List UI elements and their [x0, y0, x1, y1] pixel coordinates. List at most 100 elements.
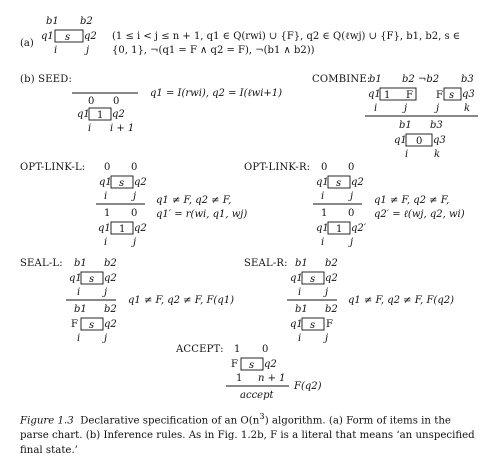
seal-l-label: SEAL-L: [20, 258, 63, 269]
acc-s: s [249, 360, 254, 371]
sl-out-i: i [77, 333, 80, 344]
combine-out-b3: b3 [430, 120, 443, 131]
combine-out-q1: q1 [394, 135, 407, 146]
combine-left-box [379, 87, 417, 101]
seal-r-label: SEAL-R: [244, 258, 288, 269]
olr-cond1: q1 ≠ F, q2 ≠ F, [374, 195, 449, 206]
combine-idx-k: k [464, 103, 470, 114]
olr-j-out: j [348, 237, 353, 248]
oll-one: 1 [104, 208, 110, 219]
rule-seal-r: SEAL-R: b1 b2 q1 s q2 i j b1 b2 q1 s F i… [244, 258, 454, 344]
sl-q2: q2 [104, 273, 117, 284]
sr-out-j: j [323, 333, 328, 344]
combine-F2: F [436, 90, 443, 101]
figure-caption: Figure 1.3 Declarative specification of … [20, 410, 482, 458]
olr-q2-prime: q2′ [351, 223, 367, 234]
acc-one: 1 [234, 344, 240, 355]
oll-q1-prime: q1′ [98, 223, 114, 234]
sr-out-q1: q1 [290, 319, 303, 330]
acc-l1: 1 [236, 373, 242, 384]
acc-premise-box [240, 357, 264, 371]
oll-q2: q2 [134, 177, 147, 188]
acc-n1: n + 1 [258, 373, 286, 384]
combine-idx-j1: j [402, 103, 407, 114]
acc-q2: q2 [264, 359, 277, 370]
oll-s: s [119, 178, 124, 189]
sl-s: s [89, 274, 94, 285]
combine-F1: F [406, 90, 413, 101]
part-a-label: (a) [20, 38, 34, 49]
a-item-box [54, 29, 84, 43]
sr-q1: q1 [290, 273, 303, 284]
seed-side-condition: q1 = I(rwi), q2 = I(ℓwi+1) [150, 88, 282, 99]
sl-i: i [77, 287, 80, 298]
acc-zero: 0 [262, 344, 268, 355]
olr-i-out: i [321, 237, 324, 248]
a-i: i [54, 45, 57, 56]
a-q2: q2 [84, 31, 97, 42]
sr-premise-box [301, 271, 325, 285]
seed-one: 1 [97, 110, 103, 121]
caption-fig-label: Figure 1.3 [20, 415, 74, 427]
combine-out-k: k [434, 149, 440, 160]
seed-item-box [88, 107, 112, 121]
oll-premise-box [110, 175, 134, 189]
olr-cond2: q2′ = ℓ(wj, q2, wi) [374, 209, 465, 220]
sr-conclusion-box [301, 317, 325, 331]
part-a-item-form: (a) b1 b2 q1 s q2 i j (1 ≤ i < j ≤ n + 1… [20, 16, 460, 56]
olr-conclusion-box [327, 221, 351, 235]
oll-j: j [131, 191, 136, 202]
a-condition-line2: {0, 1}, ¬(q1 = F ∧ q2 = F), ¬(b1 ∧ b2)) [112, 45, 315, 56]
combine-out-b1: b1 [399, 120, 412, 131]
sr-out-b2: b2 [325, 304, 338, 315]
sl-conclusion-box [80, 317, 104, 331]
rule-seal-l: SEAL-L: b1 b2 q1 s q2 i j b1 b2 F s q2 i… [20, 258, 234, 344]
olr-q1: q1 [316, 177, 329, 188]
sl-q1: q1 [69, 273, 82, 284]
olr-premise-box [327, 175, 351, 189]
seed-i-plus-1: i + 1 [110, 123, 134, 134]
olr-zero-1: 0 [321, 162, 327, 173]
a-j: j [84, 45, 89, 56]
combine-idx-j2: j [434, 103, 439, 114]
olr-box-one: 1 [336, 224, 342, 235]
combine-one: 1 [384, 90, 390, 101]
combine-q1: q1 [368, 89, 381, 100]
oll-cond1: q1 ≠ F, q2 ≠ F, [156, 195, 231, 206]
sr-out-F: F [326, 319, 333, 330]
seed-label: (b) SEED: [20, 74, 72, 85]
oll-j-out: j [131, 237, 136, 248]
sl-out-j: j [102, 333, 107, 344]
rule-seed: (b) SEED: 0 0 q1 1 q2 i i + 1 q1 = I(rwi… [20, 74, 282, 134]
sl-b2: b2 [104, 258, 117, 269]
a-q1: q1 [41, 31, 54, 42]
oll-q2-out: q2 [134, 223, 147, 234]
acc-F: F [231, 359, 238, 370]
combine-b3: b3 [461, 74, 474, 85]
seed-zero-right: 0 [113, 96, 119, 107]
rule-opt-link-r: OPT-LINK-R: 0 0 q1 s q2 i j 1 0 q1 1 q2′… [244, 162, 465, 248]
rule-opt-link-l: OPT-LINK-L: 0 0 q1 s q2 i j 1 0 q1′ 1 q2… [20, 162, 247, 248]
combine-b1: b1 [369, 74, 382, 85]
rule-accept: ACCEPT: 1 0 F s q2 1 n + 1 accept F(q2) [175, 344, 322, 401]
caption-text-2: ) algorithm. (a) Form of items in the pa… [20, 415, 475, 457]
a-b1: b1 [46, 16, 59, 27]
combine-label: COMBINE: [312, 74, 370, 85]
sl-b1: b1 [74, 258, 87, 269]
sl-out-F: F [71, 319, 78, 330]
combine-out-q3: q3 [433, 135, 446, 146]
combine-out-box [405, 133, 433, 147]
caption-text-1: Declarative specification of an O(n [80, 415, 260, 427]
a-condition-line1: (1 ≤ i < j ≤ n + 1, q1 ∈ Q(rwi) ∪ {F}, q… [112, 31, 460, 42]
olr-j: j [348, 191, 353, 202]
seed-q2: q2 [112, 109, 125, 120]
oll-conclusion-box [110, 221, 134, 235]
combine-out-i: i [405, 149, 408, 160]
sr-cond: q1 ≠ F, q2 ≠ F, F(q2) [348, 295, 454, 306]
combine-idx-i: i [374, 103, 377, 114]
combine-q3: q3 [462, 89, 475, 100]
sr-b1: b1 [295, 258, 308, 269]
olr-i: i [321, 191, 324, 202]
seed-i: i [88, 123, 91, 134]
a-s: s [65, 32, 70, 43]
